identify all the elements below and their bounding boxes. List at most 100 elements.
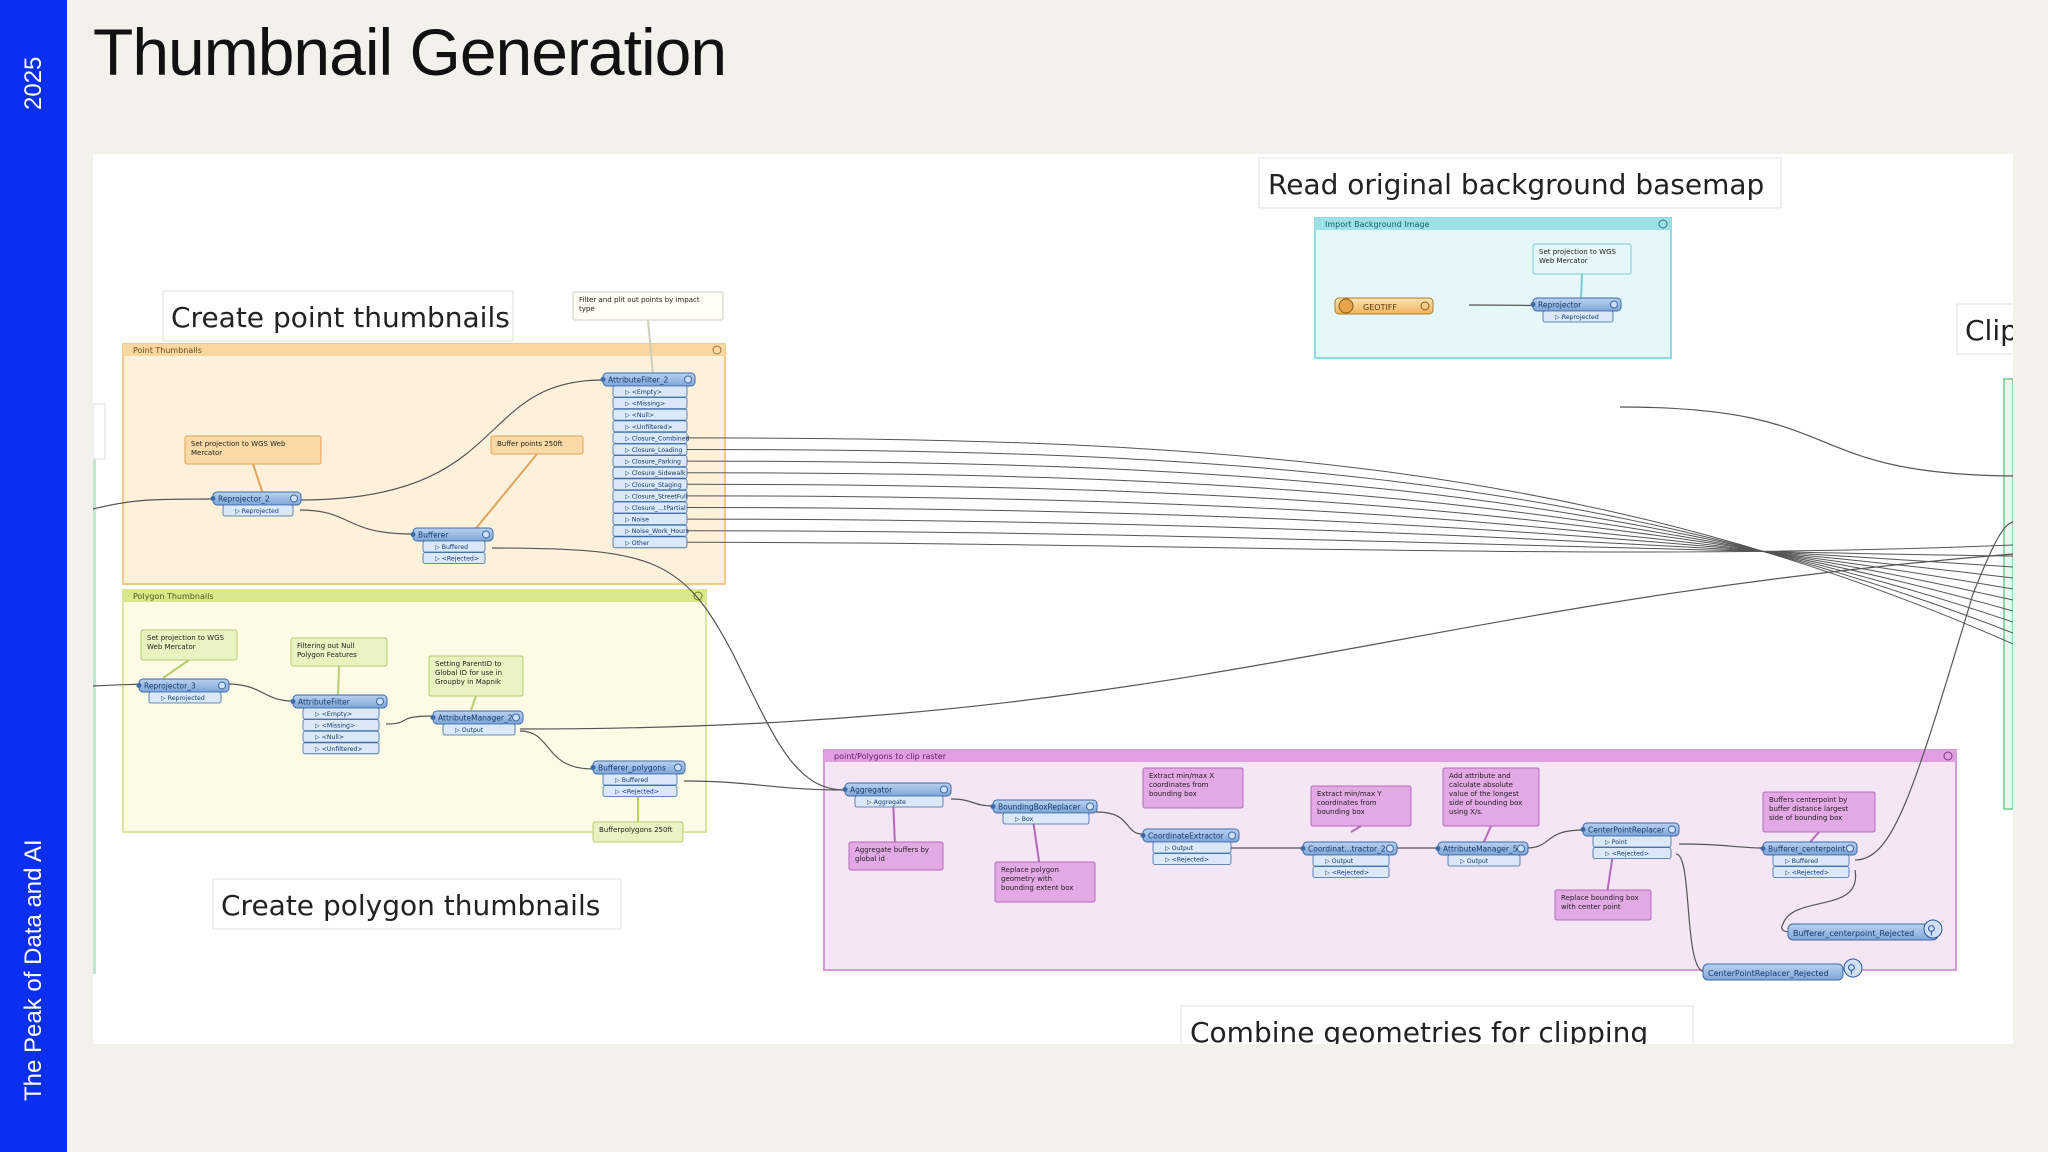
output-port[interactable]: [612, 501, 688, 514]
output-port[interactable]: [1772, 866, 1850, 878]
port-label: ▷ Closure_Staging: [625, 482, 682, 489]
output-port[interactable]: [302, 707, 380, 720]
transformer-reprojector2[interactable]: Reprojector_2▷ Reprojected: [210, 491, 302, 517]
port-label: ▷ Box: [1015, 816, 1034, 823]
output-port[interactable]: [612, 466, 688, 479]
output-port[interactable]: [612, 513, 688, 526]
transformer-bufferer_cp[interactable]: Bufferer_centerpoint▷ Buffered▷ <Rejecte…: [1760, 841, 1858, 878]
transformer-coordextractor2[interactable]: Coordinat...tractor_2▷ Output▷ <Rejected…: [1300, 841, 1398, 878]
output-port[interactable]: [302, 742, 380, 755]
svg-text:Bufferer_centerpoint_Rejected: Bufferer_centerpoint_Rejected: [1793, 929, 1914, 938]
output-port[interactable]: [302, 730, 380, 743]
port-label: ▷ Noise: [625, 517, 649, 524]
transformer-bufferer_polygons[interactable]: Bufferer_polygons▷ Buffered▷ <Rejected>: [590, 760, 686, 797]
note-text: Groupby in Mapnik: [435, 678, 502, 686]
output-port[interactable]: [422, 552, 486, 565]
port-label: ▷ <Rejected>: [1325, 870, 1369, 877]
port-label: ▷ Closure_Sidewalk: [625, 470, 686, 477]
output-port[interactable]: [612, 431, 688, 444]
port-label: ▷ Reprojected: [235, 508, 279, 515]
transformer-coordextractor[interactable]: CoordinateExtractor▷ Output▷ <Rejected>: [1140, 828, 1240, 865]
output-port[interactable]: [442, 723, 516, 736]
note-buffer-polygons[interactable]: Bufferpolygons 250ft: [592, 794, 684, 843]
caption-read: Read original background basemap: [1258, 157, 1782, 209]
output-port[interactable]: [612, 385, 688, 398]
output-port[interactable]: [854, 795, 944, 808]
port-label: ▷ Other: [625, 540, 650, 547]
output-port[interactable]: [1312, 866, 1390, 878]
bookmark-import-background[interactable]: Import Background Image: [1314, 217, 1672, 359]
output-port[interactable]: [612, 524, 688, 537]
output-port[interactable]: [602, 785, 678, 797]
transformer-attributefilter2[interactable]: AttributeFilter_2▷ <Empty>▷ <Missing>▷ <…: [600, 372, 696, 549]
transformer-attributemanager5[interactable]: AttributeManager_5▷ Output: [1435, 841, 1529, 867]
port-label: ▷ <Unfiltered>: [315, 746, 363, 753]
output-port[interactable]: [612, 478, 688, 491]
output-port[interactable]: [1592, 835, 1672, 848]
output-port[interactable]: [612, 420, 688, 433]
output-port[interactable]: [1002, 812, 1090, 825]
output-port[interactable]: [148, 691, 222, 704]
transformer-bboxreplacer[interactable]: BoundingBoxReplacer ▷ Box: [990, 799, 1098, 825]
transformer-attributefilter[interactable]: AttributeFilter▷ <Empty>▷ <Missing>▷ <Nu…: [290, 694, 388, 755]
output-port[interactable]: [302, 719, 380, 731]
note-text: Aggregate buffers by: [855, 846, 929, 854]
transformer-name: CoordinateExtractor: [1148, 832, 1225, 841]
output-port[interactable]: [1447, 854, 1521, 867]
transformer-bufferer[interactable]: Bufferer▷ Buffered▷ <Rejected>: [410, 527, 494, 565]
output-port[interactable]: [422, 540, 486, 553]
transformer-name: Aggregator: [850, 786, 893, 795]
svg-text:Clip: Clip: [1965, 314, 2013, 347]
bookmark-polygon-thumbnails[interactable]: Polygon Thumbnails: [122, 589, 707, 833]
port-label: ▷ Buffered: [435, 544, 468, 551]
output-port[interactable]: [1772, 854, 1850, 867]
output-port[interactable]: [1592, 847, 1672, 859]
transformer-reprojector[interactable]: Reprojector▷ Reprojected: [1530, 297, 1622, 323]
transformer-centerpoint[interactable]: CenterPointReplacer▷ Point▷ <Rejected>: [1580, 822, 1680, 859]
bookmark-import-label: Import Background Image: [1325, 220, 1429, 229]
svg-text:GEOTIFF: GEOTIFF: [1363, 303, 1397, 312]
output-port[interactable]: [1542, 310, 1614, 323]
transformer-aggregator[interactable]: Aggregator▷ Aggregate: [842, 782, 952, 808]
inspector-centerpoint-rejected[interactable]: CenterPointReplacer_Rejected ⚲: [1702, 958, 1863, 981]
port-label: ▷ Point: [1605, 839, 1628, 846]
output-port[interactable]: [612, 489, 688, 502]
port-label: ▷ Closure_Loading: [625, 447, 682, 454]
output-port[interactable]: [222, 504, 294, 517]
note-buffer-points[interactable]: Buffer points 250ft: [472, 435, 584, 533]
output-port[interactable]: [612, 536, 688, 549]
note-text: bounding box: [1149, 790, 1197, 798]
output-port[interactable]: [612, 397, 688, 410]
port-label: ▷ Output: [1325, 858, 1354, 865]
sidebar: 2025 The Peak of Data and AI: [0, 0, 67, 1152]
output-port[interactable]: [1312, 854, 1390, 867]
output-port[interactable]: [612, 455, 688, 468]
output-port[interactable]: [1152, 853, 1232, 865]
transformer-reprojector3[interactable]: Reprojector_3▷ Reprojected: [136, 678, 230, 704]
left-offscreen-bookmarks: [93, 403, 106, 974]
output-port[interactable]: [612, 443, 688, 456]
note-text: Set projection to WGS: [1539, 248, 1617, 256]
workflow-canvas[interactable]: Point Thumbnails Polygon Thumbnails Impo…: [93, 154, 2013, 1044]
output-port[interactable]: [602, 773, 678, 786]
output-port[interactable]: [1152, 841, 1232, 854]
inspector-bufferer-rejected[interactable]: Bufferer_centerpoint_Rejected ⚲: [1787, 919, 1943, 941]
transformer-name: BoundingBoxReplacer: [998, 803, 1081, 812]
note-text: side of bounding box: [1769, 814, 1842, 822]
geotiff-reader[interactable]: GEOTIFF: [1334, 297, 1434, 315]
output-port[interactable]: [612, 408, 688, 421]
transformer-attributemanager2[interactable]: AttributeManager_2▷ Output: [430, 710, 524, 736]
